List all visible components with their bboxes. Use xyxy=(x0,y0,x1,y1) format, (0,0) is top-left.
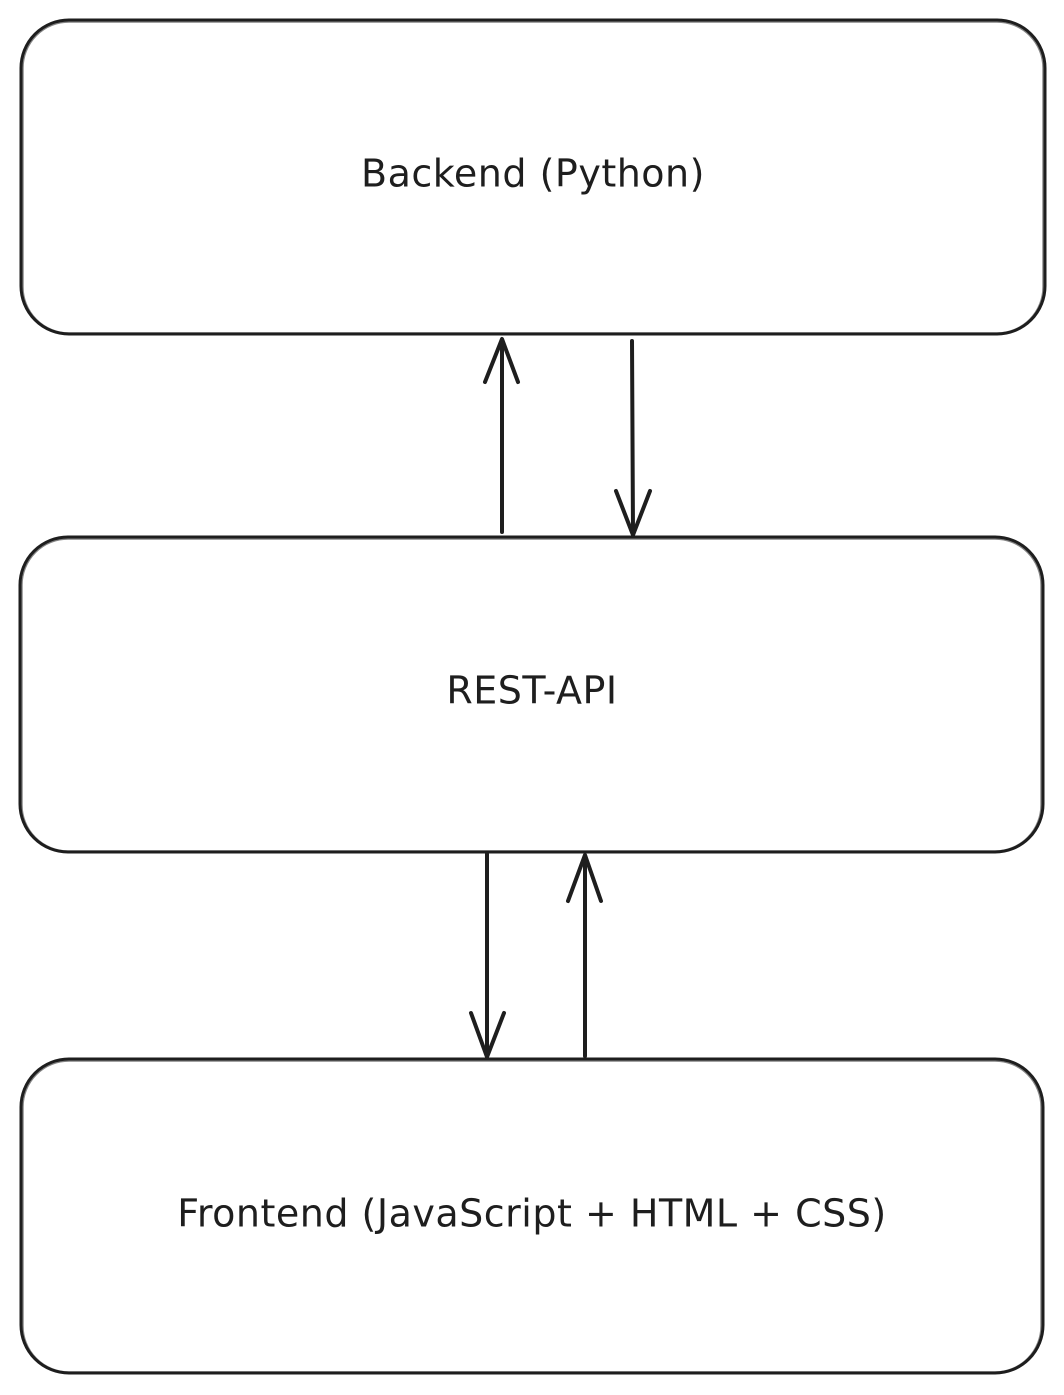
rest-api-box-label: REST-API xyxy=(446,669,617,713)
arrow-rest-api-to-frontend-head xyxy=(469,1011,506,1059)
arrow-rest-api-to-backend-head xyxy=(483,337,520,384)
arrow-backend-to-rest-api-head xyxy=(614,489,652,537)
frontend-box-sketch-stroke xyxy=(22,1060,1042,1373)
arrow-backend-to-rest-api-shaft xyxy=(630,339,635,536)
backend-box-shape xyxy=(19,18,1047,336)
arrow-frontend-to-rest-api[interactable] xyxy=(566,853,603,1058)
backend-box-sketch-stroke xyxy=(22,21,1044,334)
arrow-frontend-to-rest-api-head xyxy=(566,853,603,903)
backend-box[interactable]: Backend (Python) xyxy=(19,18,1047,336)
arrow-backend-to-rest-api[interactable] xyxy=(614,339,652,537)
backend-box-label: Backend (Python) xyxy=(361,152,705,196)
rest-api-box-shape xyxy=(18,535,1045,854)
frontend-box-shape xyxy=(19,1057,1045,1375)
frontend-box-label: Frontend (JavaScript + HTML + CSS) xyxy=(177,1192,886,1236)
arrow-rest-api-to-frontend[interactable] xyxy=(469,852,506,1059)
rest-api-box[interactable]: REST-API xyxy=(18,535,1045,854)
rest-api-box-sketch-stroke xyxy=(21,538,1042,852)
frontend-box[interactable]: Frontend (JavaScript + HTML + CSS) xyxy=(19,1057,1045,1375)
arrow-rest-api-to-backend[interactable] xyxy=(483,337,520,534)
